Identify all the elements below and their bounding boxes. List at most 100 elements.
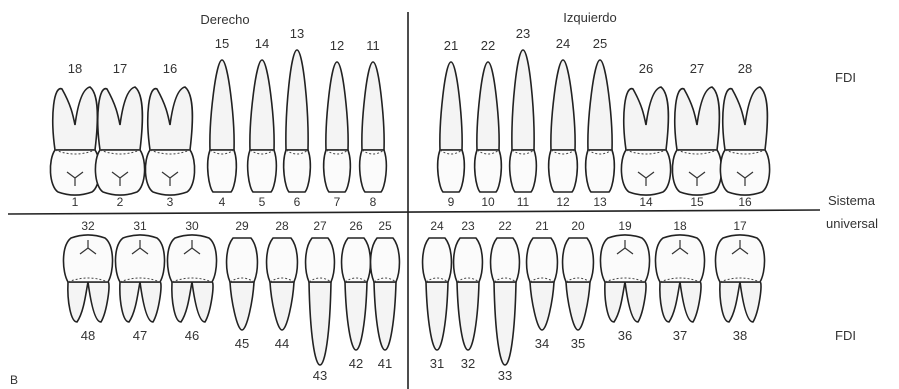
lower-universal-number: 23 [461,219,475,233]
lower-universal-number: 24 [430,219,444,233]
upper-fdi-number: 11 [366,38,380,53]
upper-universal-number: 2 [117,195,124,209]
upper-tooth: 163 [145,61,194,209]
tooth-crown [342,238,371,282]
lower-tooth: 21 34 [527,219,558,351]
tooth-root [345,282,367,350]
tooth-crown [672,150,721,195]
lower-fdi-number: 34 [535,336,549,351]
tooth-crown [423,238,452,282]
lower-arch: 3248314730462945284427432642254124312332… [63,219,764,383]
fdi-upper-label: FDI [835,70,856,85]
upper-universal-number: 5 [259,195,266,209]
tooth-root [457,282,479,350]
tooth-root [512,50,534,150]
tooth-root [477,62,499,150]
corner-label: B [10,373,18,387]
tooth-crown [306,238,335,282]
upper-universal-number: 14 [639,195,653,209]
tooth-root [720,282,761,322]
tooth-root [210,60,234,150]
tooth-crown [621,150,670,195]
tooth-root [286,50,308,150]
tooth-root [566,282,590,330]
lower-universal-number: 19 [618,219,632,233]
lower-fdi-number: 31 [430,356,444,371]
tooth-root [426,282,448,350]
fdi-lower-label: FDI [835,328,856,343]
upper-universal-number: 15 [690,195,704,209]
upper-tooth: 25 13 [586,36,615,209]
lower-fdi-number: 35 [571,336,585,351]
lower-fdi-number: 46 [185,328,199,343]
upper-fdi-number: 26 [639,61,653,76]
upper-universal-number: 6 [294,195,301,209]
upper-fdi-number: 24 [556,36,570,51]
upper-tooth: 2311 [510,26,537,209]
upper-fdi-number: 17 [113,61,127,76]
tooth-root [326,62,348,150]
tooth-crown [491,238,520,282]
tooth-crown [563,238,594,282]
tooth-root [362,62,384,150]
tooth-root [374,282,396,350]
lower-fdi-number: 48 [81,328,95,343]
upper-tooth: 14 5 [248,36,277,209]
tooth-root [172,282,213,322]
lower-fdi-number: 33 [498,368,512,383]
lower-universal-number: 26 [349,219,363,233]
lower-tooth: 2035 [563,219,594,351]
tooth-root [440,62,462,150]
upper-fdi-number: 18 [68,61,82,76]
tooth-crown [50,150,99,195]
tooth-root [723,87,768,150]
lower-tooth: 23 32 [454,219,483,371]
lower-fdi-number: 37 [673,328,687,343]
tooth-crown [267,238,298,282]
upper-fdi-number: 22 [481,38,495,53]
tooth-crown [284,150,311,192]
upper-tooth: 2412 [549,36,578,209]
lower-fdi-number: 32 [461,356,475,371]
header-left-label: Izquierdo [563,10,616,25]
tooth-root [270,282,294,330]
tooth-crown [586,150,615,192]
occlusal-plane-line [8,210,820,214]
upper-tooth: 27 15 [672,61,721,209]
tooth-root [309,282,331,365]
tooth-root [660,282,701,322]
lower-tooth: 2743 [306,219,335,383]
upper-fdi-number: 14 [255,36,269,51]
tooth-crown [227,238,258,282]
upper-fdi-number: 25 [593,36,607,51]
lower-universal-number: 32 [81,219,95,233]
lower-universal-number: 20 [571,219,585,233]
tooth-crown [95,150,144,195]
tooth-root [530,282,554,330]
tooth-root [98,87,143,150]
tooth-root [53,87,98,150]
lower-universal-number: 21 [535,219,549,233]
lower-fdi-number: 47 [133,328,147,343]
tooth-crown [720,150,769,195]
lower-universal-number: 17 [733,219,747,233]
lower-universal-number: 25 [378,219,392,233]
lower-universal-number: 29 [235,219,249,233]
lower-fdi-number: 42 [349,356,363,371]
upper-fdi-number: 16 [163,61,177,76]
tooth-root [624,87,669,150]
upper-universal-number: 13 [593,195,607,209]
upper-fdi-number: 28 [738,61,752,76]
upper-universal-number: 11 [517,195,530,209]
upper-fdi-number: 27 [690,61,704,76]
lower-tooth: 32 48 [63,219,112,343]
upper-universal-number: 1 [72,195,79,209]
tooth-crown [371,238,400,282]
tooth-root [588,60,612,150]
